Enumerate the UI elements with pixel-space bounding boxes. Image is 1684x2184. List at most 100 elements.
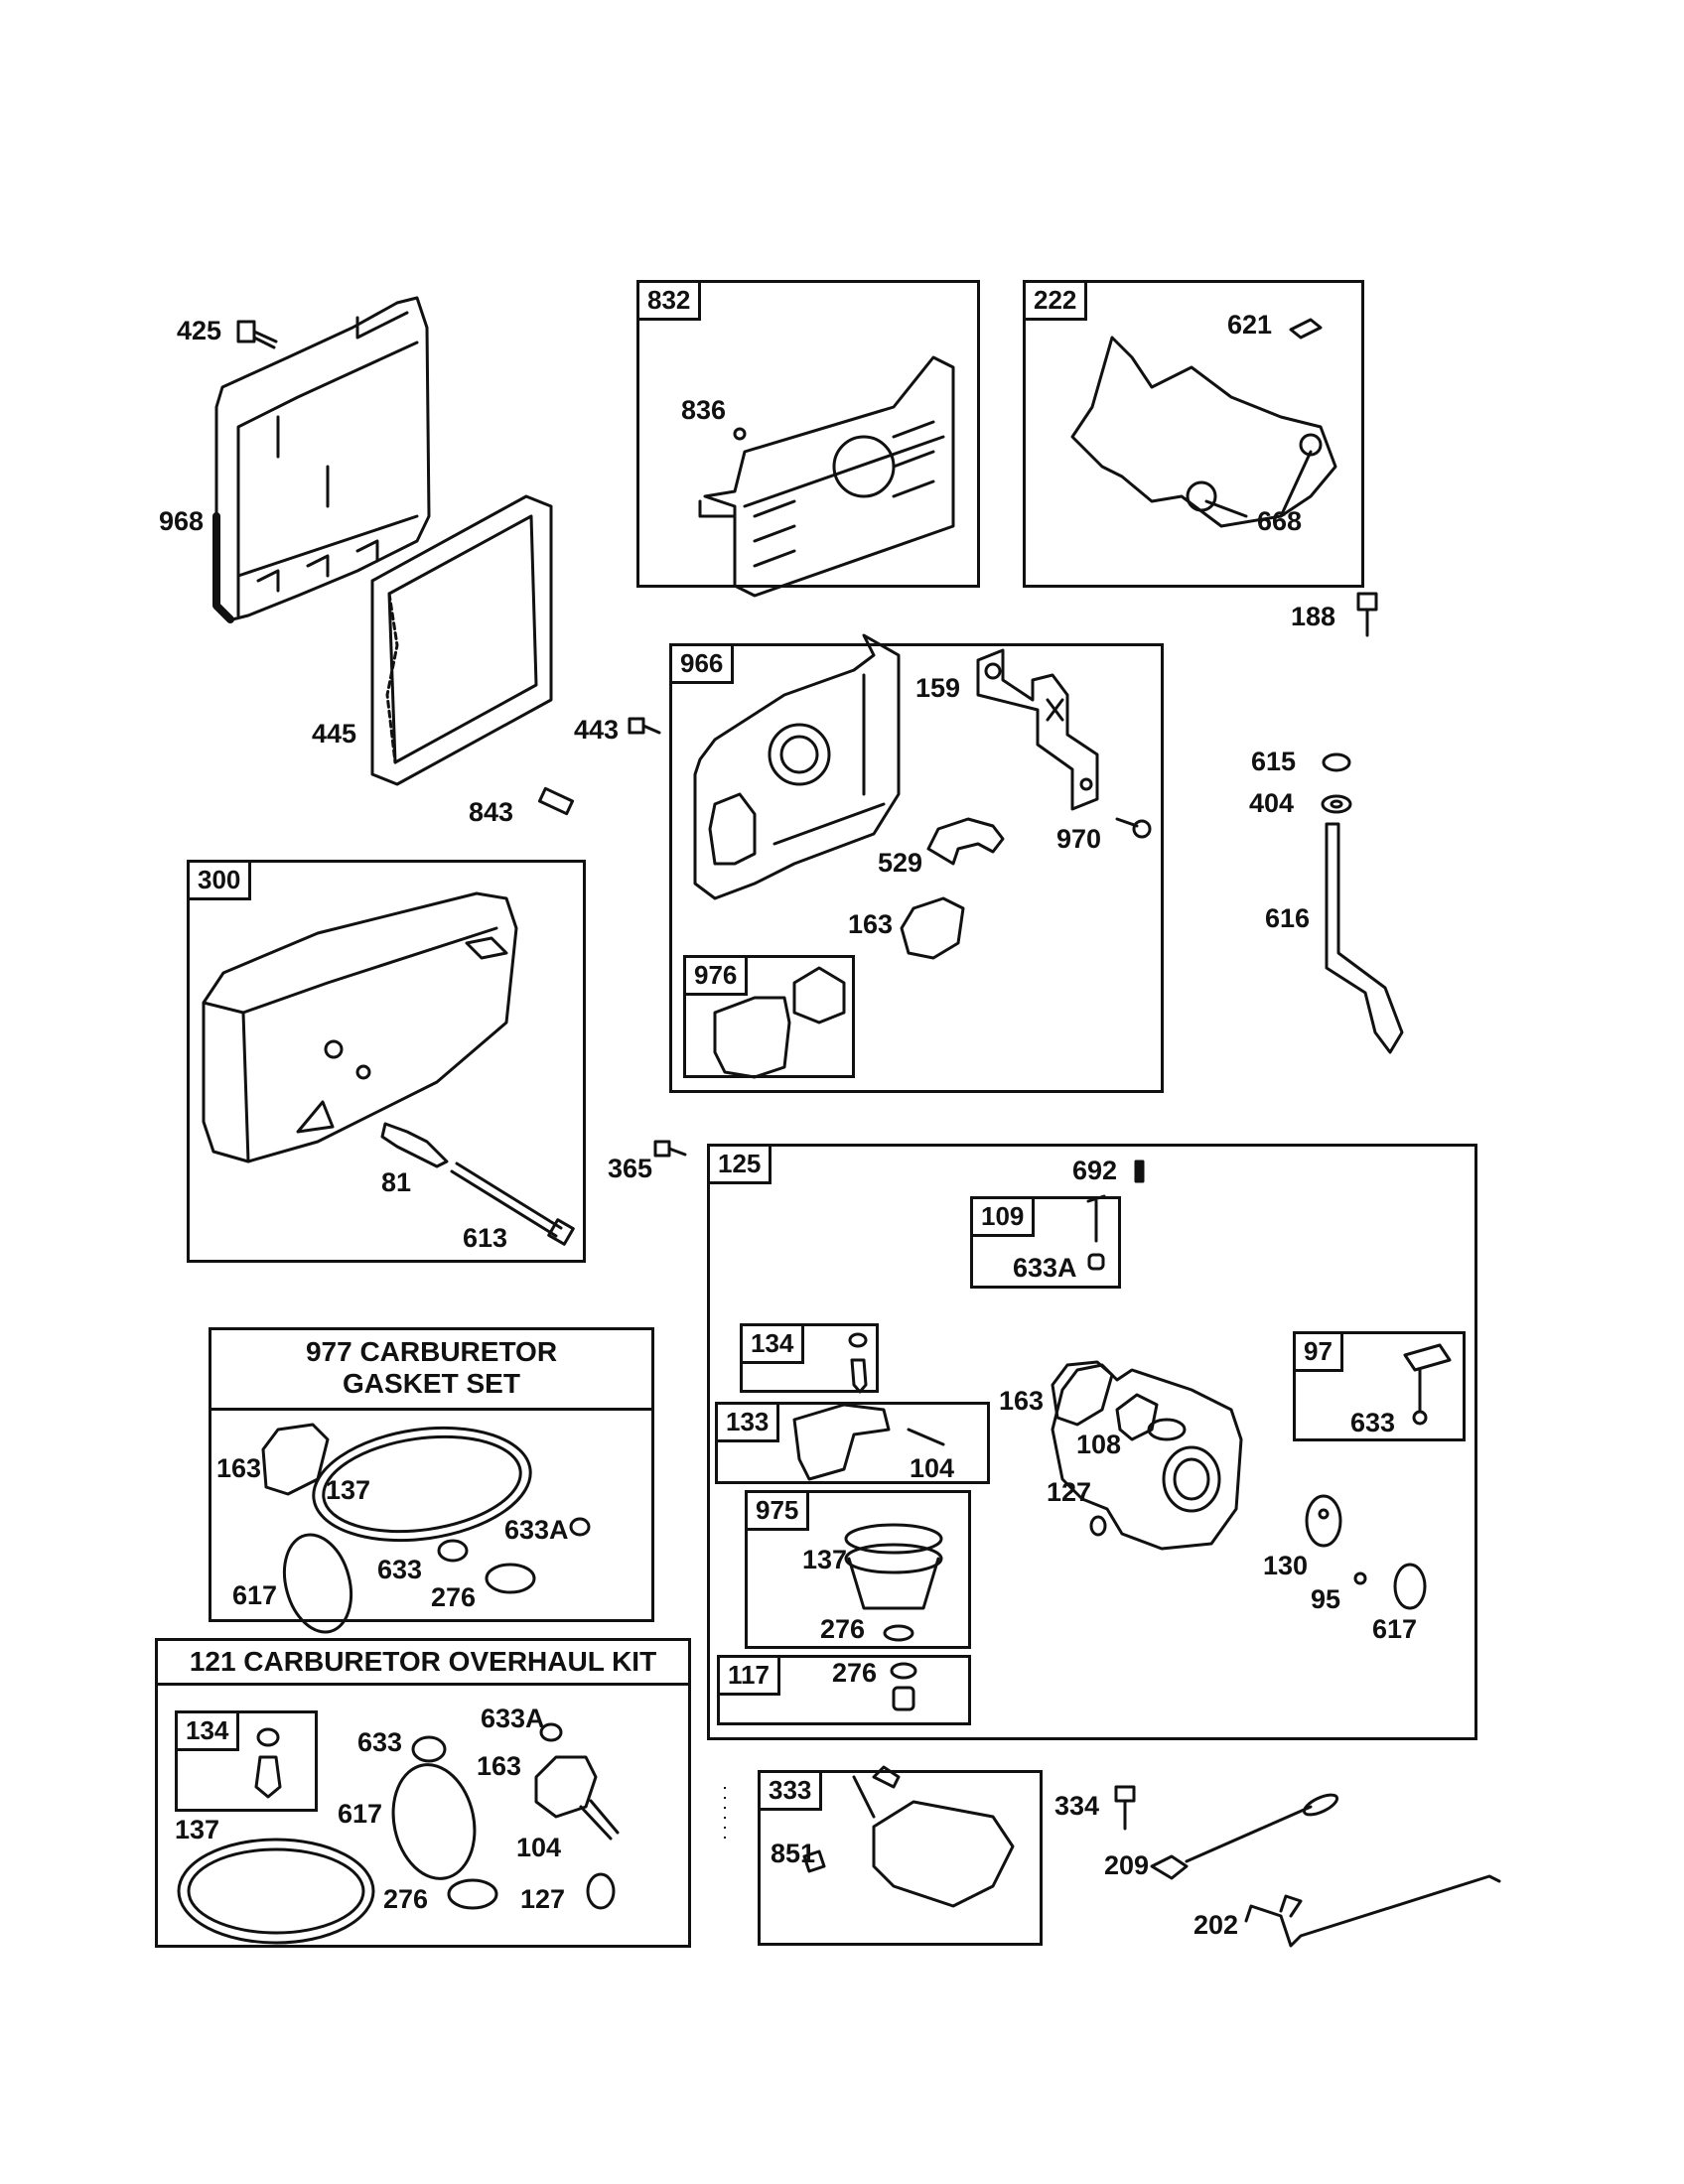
part-label-615: 615 <box>1251 747 1297 776</box>
box-125 <box>707 1144 1477 1740</box>
o-ring-617-drawing <box>1393 1563 1427 1610</box>
part-label-163-carb: 163 <box>999 1386 1045 1416</box>
box-300 <box>187 860 586 1263</box>
box-97 <box>1293 1331 1466 1441</box>
part-label-334: 334 <box>1054 1791 1100 1821</box>
screw-95-drawing <box>1353 1571 1367 1585</box>
gasket-set-title-line2: GASKET SET <box>343 1368 520 1400</box>
pin-692-drawing <box>1134 1160 1145 1183</box>
box-109 <box>970 1196 1121 1289</box>
screw-443-drawing <box>628 717 661 735</box>
box-134-kit-tag: 134 <box>175 1710 240 1751</box>
part-label-621: 621 <box>1227 310 1273 340</box>
part-label-276-bowl: 276 <box>820 1614 866 1644</box>
part-label-209: 209 <box>1104 1850 1150 1880</box>
part-label-633A-109: 633A <box>1013 1253 1077 1283</box>
washer-404-drawing <box>1321 794 1352 814</box>
part-label-633-gasket-set: 633 <box>377 1555 423 1584</box>
elbow-529-drawing <box>926 817 1005 866</box>
part-label-617-gasket-set: 617 <box>232 1580 278 1610</box>
box-975-tag: 975 <box>745 1490 810 1531</box>
choke-shaft-97-drawing <box>1403 1343 1452 1426</box>
air-cleaner-base-968-drawing <box>212 296 431 623</box>
part-label-202: 202 <box>1193 1910 1239 1940</box>
governor-spring-209-drawing <box>1150 1793 1339 1880</box>
gasket-set-kit-divider <box>209 1327 654 1411</box>
part-label-104-carb: 104 <box>910 1453 955 1483</box>
box-117-tag: 117 <box>717 1655 780 1696</box>
bracket-222-drawing <box>1070 318 1337 528</box>
box-976 <box>683 955 855 1078</box>
box-134-carb-tag: 134 <box>740 1323 805 1364</box>
part-label-276-gasket-set: 276 <box>431 1582 477 1612</box>
box-975 <box>745 1490 971 1649</box>
part-label-137-gasket-set: 137 <box>326 1475 371 1505</box>
part-label-127-kit: 127 <box>520 1884 566 1914</box>
screw-117-drawing <box>890 1662 917 1711</box>
plug-127-drawing <box>1089 1515 1107 1537</box>
gasket-163-drawing <box>900 896 965 960</box>
gasket-163-carb-drawing <box>1051 1360 1114 1427</box>
plate-108-drawing <box>1115 1393 1159 1441</box>
part-label-617-carb: 617 <box>1372 1614 1418 1644</box>
screw-970-drawing <box>1115 817 1152 839</box>
box-832 <box>636 280 980 588</box>
overhaul-kit-divider <box>155 1638 691 1686</box>
box-832-tag: 832 <box>636 280 702 321</box>
part-label-104-kit: 104 <box>516 1833 562 1862</box>
box-134-kit <box>175 1710 318 1812</box>
shaft-616-drawing <box>1325 822 1404 1054</box>
box-222-tag: 222 <box>1023 280 1088 321</box>
blower-housing-832-drawing <box>698 355 955 598</box>
part-label-617-kit: 617 <box>338 1799 383 1829</box>
box-976-tag: 976 <box>683 955 749 996</box>
box-97-tag: 97 <box>1293 1331 1343 1372</box>
part-label-968: 968 <box>159 506 205 536</box>
part-label-529: 529 <box>878 848 923 878</box>
part-label-633A-gasket-set: 633A <box>504 1515 569 1545</box>
carburetor-adapter-966-drawing <box>693 633 901 900</box>
part-label-668: 668 <box>1257 506 1303 536</box>
muffler-300-drawing <box>202 891 575 1246</box>
bolt-188-drawing <box>1356 592 1378 637</box>
box-109-tag: 109 <box>970 1196 1036 1237</box>
part-label-613: 613 <box>463 1223 508 1253</box>
part-label-276-117: 276 <box>832 1658 878 1688</box>
part-label-404: 404 <box>1249 788 1295 818</box>
bolt-425-drawing <box>236 320 278 349</box>
box-966 <box>669 643 1164 1093</box>
part-label-163-gasket-set: 163 <box>216 1453 262 1483</box>
part-label-159: 159 <box>915 673 961 703</box>
part-label-851: 851 <box>771 1839 816 1868</box>
box-333-tag: 333 <box>758 1770 823 1811</box>
part-label-276-kit: 276 <box>383 1884 429 1914</box>
part-label-836: 836 <box>681 395 727 425</box>
gasket-set-kit-title: 977 CARBURETOR GASKET SET <box>209 1336 654 1400</box>
part-label-692: 692 <box>1072 1156 1118 1185</box>
overhaul-kit-121-drawing <box>177 1722 620 1945</box>
gasket-set-title-line1: 977 CARBURETOR <box>305 1336 558 1367</box>
air-filter-445-drawing <box>370 494 553 786</box>
part-label-425: 425 <box>177 316 222 345</box>
part-label-445: 445 <box>312 719 357 749</box>
float-bowl-975-drawing <box>844 1523 943 1642</box>
screw-365-drawing <box>653 1140 687 1158</box>
part-label-130: 130 <box>1263 1551 1309 1580</box>
needle-seat-134-drawing <box>848 1332 868 1394</box>
bolt-334-drawing <box>1114 1785 1136 1831</box>
box-966-tag: 966 <box>669 643 735 684</box>
box-222 <box>1023 280 1364 588</box>
part-label-81: 81 <box>381 1167 412 1197</box>
box-133-tag: 133 <box>715 1402 780 1442</box>
washer-615-drawing <box>1322 752 1351 772</box>
part-label-95: 95 <box>1311 1584 1341 1614</box>
gasket-set-977-drawing <box>261 1423 591 1634</box>
overhaul-kit-title: 121 CARBURETOR OVERHAUL KIT <box>189 1646 657 1677</box>
throttle-plate-130-drawing <box>1305 1494 1342 1548</box>
part-label-188: 188 <box>1291 602 1336 631</box>
fuel-filter-976-drawing <box>713 966 846 1079</box>
part-label-633-kit: 633 <box>357 1727 403 1757</box>
governor-link-202-drawing <box>1244 1874 1501 1948</box>
part-label-970: 970 <box>1056 824 1102 854</box>
